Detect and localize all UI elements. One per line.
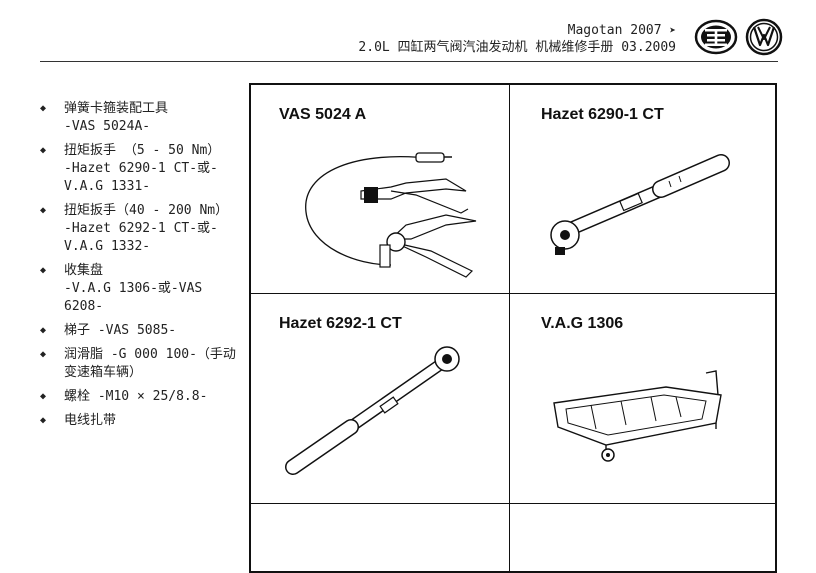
tool-illustration-grid: VAS 5024 A Hazet 6290-1 CT Hazet 6292-1 … bbox=[249, 83, 777, 573]
torque-wrench-large-icon bbox=[285, 346, 460, 475]
torque-wrench-small-icon bbox=[550, 154, 730, 255]
list-item-main: 润滑脂 -G 000 100-（手动变速箱车辆） bbox=[64, 347, 236, 380]
list-item: ◆ 梯子 -VAS 5085- bbox=[40, 322, 245, 340]
list-item-main: 梯子 -VAS 5085- bbox=[64, 323, 177, 338]
list-item-main: 弹簧卡箍装配工具 bbox=[64, 101, 169, 116]
header-subtitle: 2.0L 四缸两气阀汽油发动机 机械维修手册 03.2009 bbox=[358, 40, 676, 55]
tool-label-hazet6290: Hazet 6290-1 CT bbox=[541, 106, 664, 123]
brand-logos bbox=[694, 18, 783, 56]
vw-logo-icon bbox=[745, 18, 783, 56]
faw-logo-icon bbox=[694, 19, 738, 55]
next-page-arrow-icon[interactable]: ➤ bbox=[669, 24, 676, 37]
grid-divider bbox=[251, 503, 775, 504]
bullet-icon: ◆ bbox=[40, 415, 47, 426]
bullet-icon: ◆ bbox=[40, 325, 47, 336]
bullet-icon: ◆ bbox=[40, 265, 47, 276]
bullet-icon: ◆ bbox=[40, 103, 47, 114]
list-item-sub: -Hazet 6290-1 CT-或-V.A.G 1331- bbox=[64, 161, 218, 194]
header-rule bbox=[40, 61, 778, 62]
list-item-main: 收集盘 bbox=[64, 263, 104, 278]
grid-divider bbox=[509, 85, 510, 571]
drip-tray-icon bbox=[553, 370, 722, 462]
list-item-main: 扭矩扳手 （5 - 50 Nm） bbox=[64, 143, 221, 158]
list-item: ◆ 收集盘 -V.A.G 1306-或-VAS 6208- bbox=[40, 262, 245, 316]
list-item-main: 扭矩扳手（40 - 200 Nm） bbox=[64, 203, 229, 218]
list-item: ◆ 扭矩扳手 （5 - 50 Nm） -Hazet 6290-1 CT-或-V.A.… bbox=[40, 142, 245, 196]
bullet-icon: ◆ bbox=[40, 349, 47, 360]
bullet-icon: ◆ bbox=[40, 205, 47, 216]
bullet-icon: ◆ bbox=[40, 145, 47, 156]
header-title: Magotan 2007 ➤ bbox=[568, 22, 676, 40]
list-item: ◆ 润滑脂 -G 000 100-（手动变速箱车辆） bbox=[40, 346, 245, 382]
list-item: ◆ 扭矩扳手（40 - 200 Nm） -Hazet 6292-1 CT-或-V.A… bbox=[40, 202, 245, 256]
hose-clip-pliers-icon bbox=[305, 152, 477, 278]
tool-label-vag1306: V.A.G 1306 bbox=[541, 315, 624, 332]
tool-label-hazet6292: Hazet 6292-1 CT bbox=[279, 315, 402, 332]
list-item-sub: -V.A.G 1306-或-VAS 6208- bbox=[64, 281, 203, 314]
list-item-sub: -VAS 5024A- bbox=[64, 119, 151, 134]
header-title-text: Magotan 2007 bbox=[567, 23, 662, 38]
list-item: ◆ 弹簧卡箍装配工具 -VAS 5024A- bbox=[40, 100, 245, 136]
list-item-sub: -Hazet 6292-1 CT-或-V.A.G 1332- bbox=[64, 221, 218, 254]
list-item-main: 电线扎带 bbox=[64, 413, 117, 428]
list-item: ◆ 螺栓 -M10 × 25/8.8- bbox=[40, 388, 245, 406]
list-item: ◆ 电线扎带 bbox=[40, 412, 245, 430]
tool-label-vas5024a: VAS 5024 A bbox=[279, 106, 367, 123]
tools-list: ◆ 弹簧卡箍装配工具 -VAS 5024A- ◆ 扭矩扳手 （5 - 50 Nm） -H… bbox=[40, 100, 245, 436]
grid-divider bbox=[251, 293, 775, 294]
bullet-icon: ◆ bbox=[40, 391, 47, 402]
list-item-main: 螺栓 -M10 × 25/8.8- bbox=[64, 389, 208, 404]
